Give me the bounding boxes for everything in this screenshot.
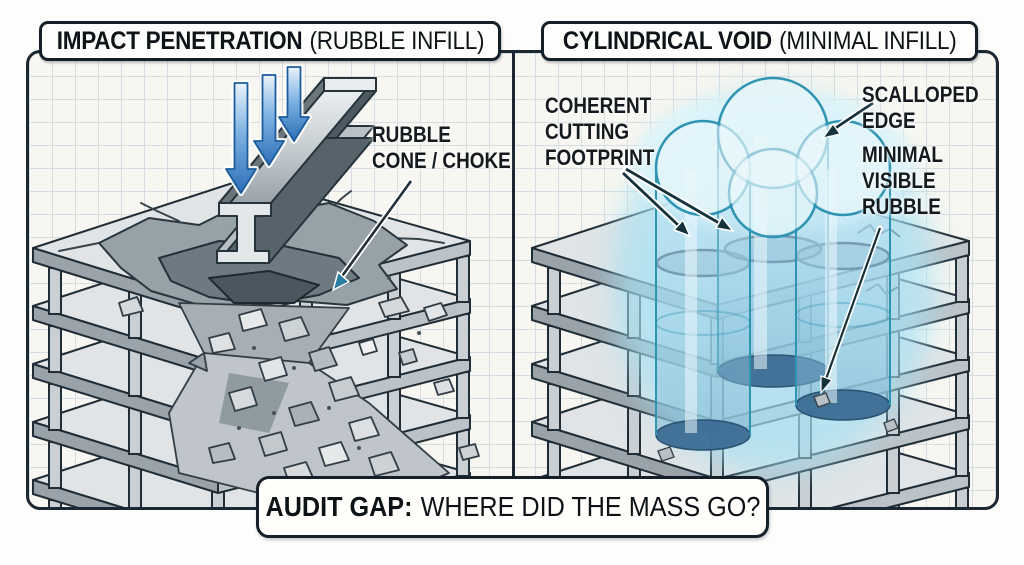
left-panel-title: IMPACT PENETRATION(RUBBLE INFILL) (39, 21, 501, 61)
minimal-rubble-pebbles (657, 392, 899, 462)
scalloped-top (654, 76, 892, 239)
impact-penetration-illustration (32, 64, 480, 507)
scalloped-edge-label: SCALLOPED EDGE (862, 82, 979, 133)
rubble-cone-arrow-icon (331, 178, 414, 292)
minimal-visible-rubble-label: MINIMAL VISIBLE RUBBLE (862, 142, 943, 219)
audit-gap-banner: AUDIT GAP:WHERE DID THE MASS GO? (256, 476, 769, 538)
footprint-arrows-icon (619, 165, 735, 238)
panel-divider (512, 53, 515, 507)
rubble-cone-label: RUBBLE CONE / CHOKE (372, 122, 511, 173)
left-panel-title-text: IMPACT PENETRATION(RUBBLE INFILL) (56, 26, 484, 55)
minimal-rubble-arrow-icon (820, 225, 883, 395)
right-panel-title: CYLINDRICAL VOID(MINIMAL INFILL) (541, 21, 978, 61)
graph-paper-frame (26, 50, 999, 510)
scalloped-edge-arrow-icon (821, 100, 876, 139)
right-panel-title-text: CYLINDRICAL VOID(MINIMAL INFILL) (562, 26, 957, 55)
cylindrical-void-illustration (531, 76, 970, 507)
impact-force-arrows-icon (223, 64, 312, 196)
audit-gap-text: AUDIT GAP:WHERE DID THE MASS GO? (265, 491, 760, 522)
rubble-cone (118, 276, 480, 499)
coherent-cutting-footprint-label: COHERENT CUTTING FOOTPRINT (545, 93, 655, 170)
